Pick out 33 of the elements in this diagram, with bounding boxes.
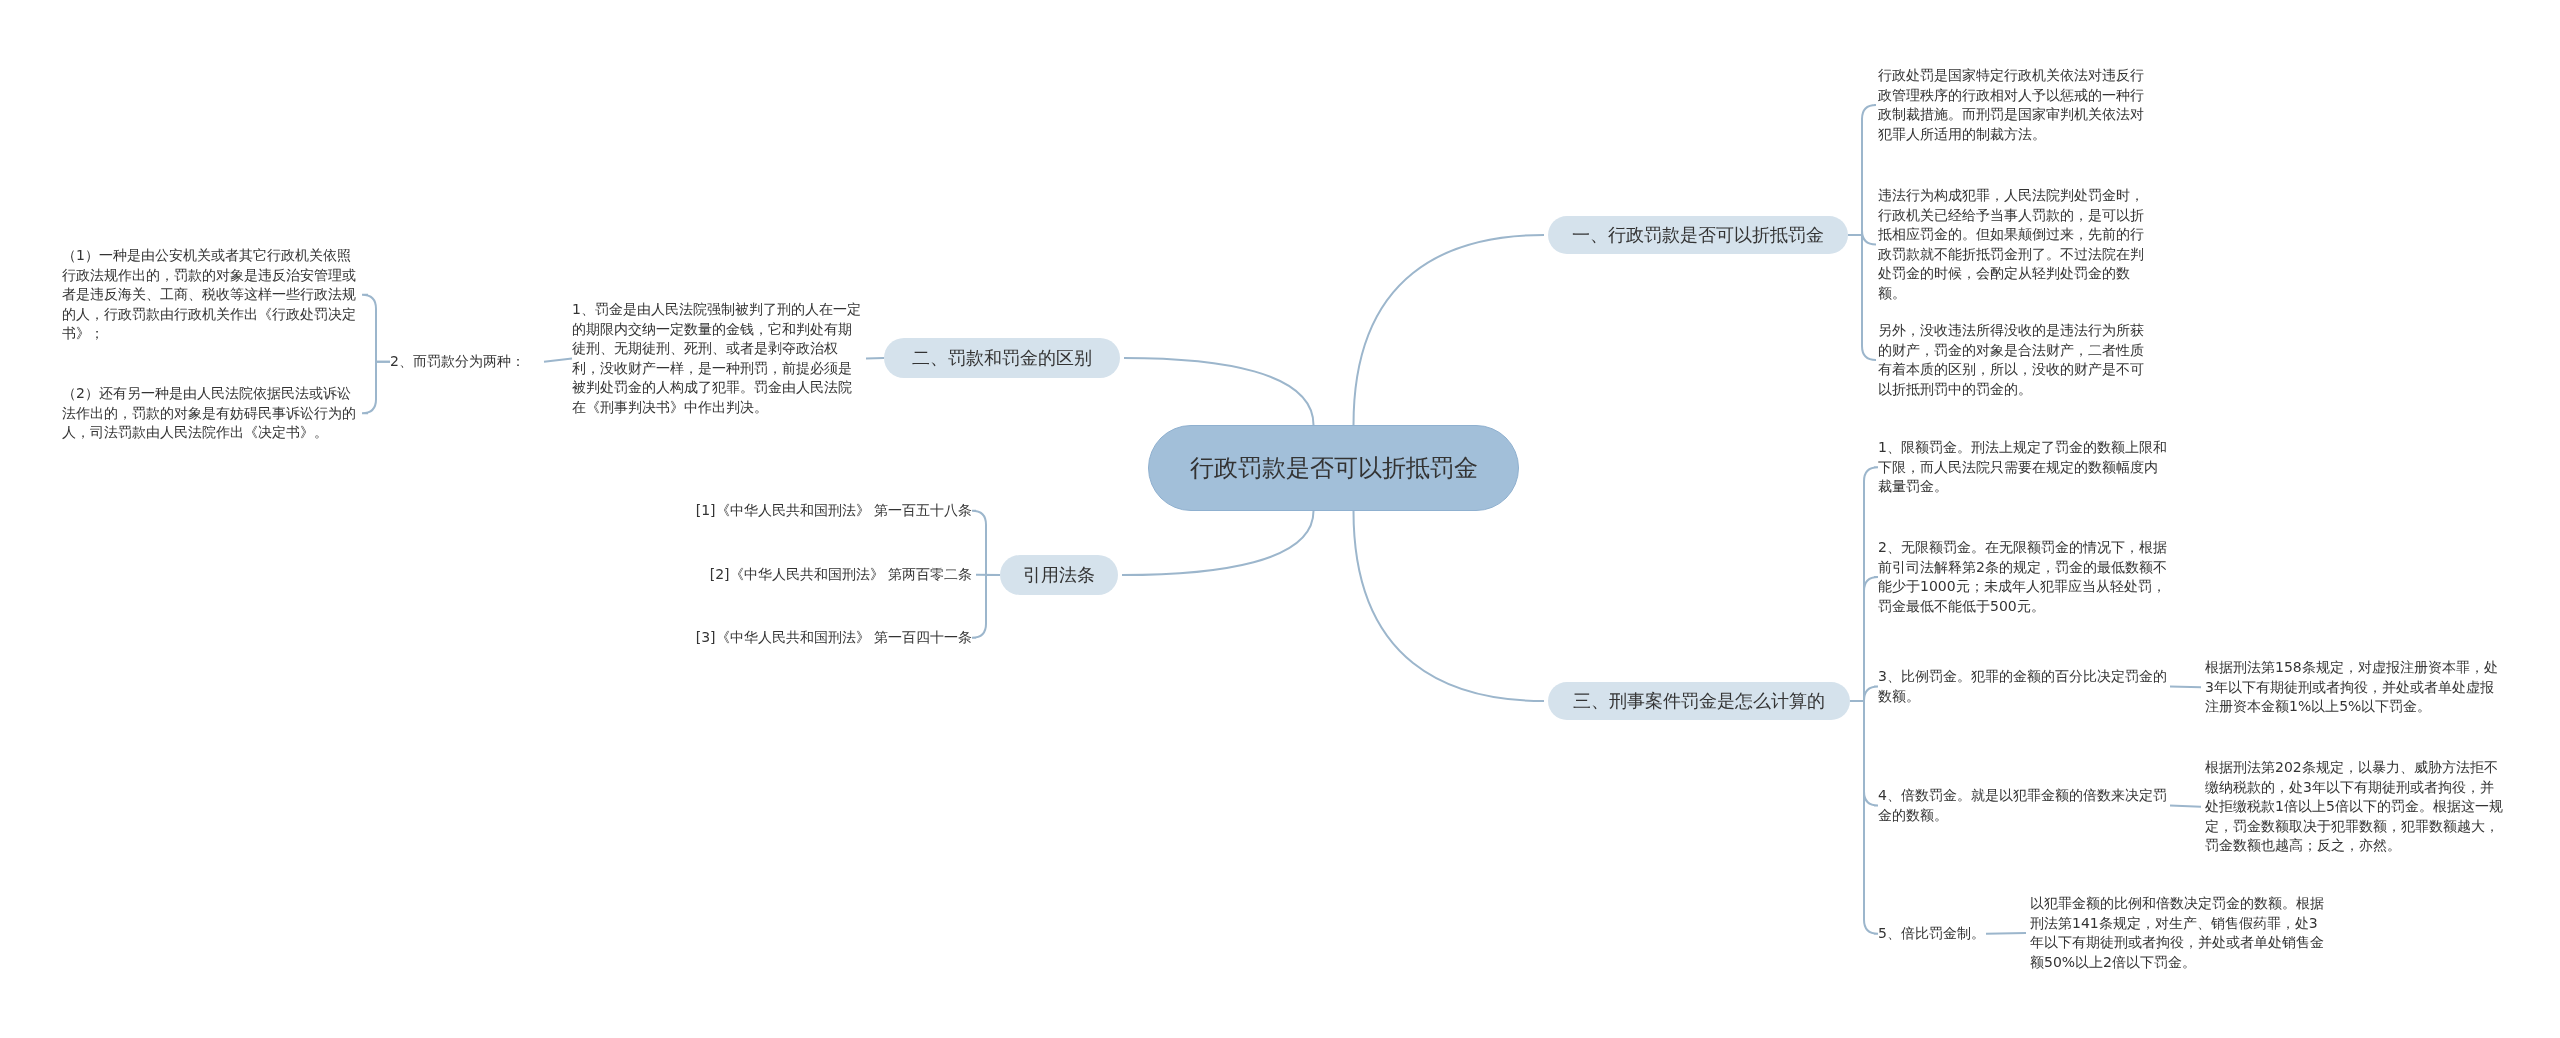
branch-topic: 三、刑事案件罚金是怎么计算的 [1548,682,1850,720]
note-text: （1）一种是由公安机关或者其它行政机关依照行政法规作出的，罚款的对象是违反治安管理或者是违反海关、工商、税收等这样一些行政法规的人，行政罚款由行政机关作出《行政处罚决定书》； [62,246,364,344]
connector-line [2169,804,2202,808]
note-text: 4、倍数罚金。就是以犯罪金额的倍数来决定罚金的数额。 [1878,786,2170,825]
note-text: （2）还有另一种是由人民法院依据民法或诉讼法作出的，罚款的对象是有妨碍民事诉讼行为的人，司法罚款由人民法院作出《决定书》。 [62,384,364,443]
central-topic: 行政罚款是否可以折抵罚金 [1148,425,1519,511]
reference-text: [1]《中华人民共和国刑法》 第一百五十八条 [600,501,972,521]
connector-line [361,360,391,415]
note-text: 以犯罪金额的比例和倍数决定罚金的数额。根据刑法第141条规定，对生产、销售假药罪，处3年以下有期徒刑或者拘役，并处或者单处销售金额50%以上2倍以下罚金。 [2030,894,2326,972]
connector-line [1121,510,1315,576]
note-text: 根据刑法第202条规定，以暴力、威胁方法拒不缴纳税款的，处3年以下有期徒刑或者拘役，并处拒缴税款1倍以上5倍以下的罚金。根据这一规定，罚金数额取决于犯罪数额，犯罪数额越大，罚金数额也越高；反之，亦然。 [2205,758,2505,856]
note-text: 违法行为构成犯罪，人民法院判处罚金时，行政机关已经给予当事人罚款的，是可以折抵相应罚金的。但如果颠倒过来，先前的行政罚款就不能折抵罚金刑了。不过法院在判处罚金的时候，会酌定从轻判处罚金的数额。 [1878,186,2150,303]
connector-line [1985,932,2027,935]
connector-line [865,357,885,360]
reference-text: [2]《中华人民共和国刑法》 第两百零二条 [600,565,972,585]
connector-line [1123,357,1315,426]
note-text: 根据刑法第158条规定，对虚报注册资本罪，处3年以下有期徒刑或者拘役，并处或者单处虚报注册资本金额1%以上5%以下罚金。 [2205,658,2505,717]
connector-line [1352,234,1545,426]
note-text: 行政处罚是国家特定行政机关依法对违反行政管理秩序的行政相对人予以惩戒的一种行政制裁措施。而刑罚是国家审判机关依法对犯罪人所适用的制裁方法。 [1878,66,2150,144]
note-text: 2、无限额罚金。在无限额罚金的情况下，根据前引司法解释第2条的规定，罚金的最低数额不能少于1000元；未成年人犯罪应当从轻处罚，罚金最低不能低于500元。 [1878,538,2170,616]
reference-text: [3]《中华人民共和国刑法》 第一百四十一条 [600,628,972,648]
note-text: 1、罚金是由人民法院强制被判了刑的人在一定的期限内交纳一定数量的金钱，它和判处有期徒刑、无期徒刑、死刑、或者是剥夺政治权利，没收财产一样，是一种刑罚，前提必须是被判处罚金的人构成了犯罪。罚金由人民法院在《刑事判决书》中作出判决。 [572,300,862,417]
note-text: 另外，没收违法所得没收的是违法行为所获的财产，罚金的对象是合法财产，二者性质有着本质的区别，所以，没收的财产是不可以折抵刑罚中的罚金的。 [1878,321,2150,399]
connector-line [2169,685,2202,689]
note-text: 1、限额罚金。刑法上规定了罚金的数额上限和下限，而人民法院只需要在规定的数额幅度内裁量罚金。 [1878,438,2170,497]
branch-topic: 二、罚款和罚金的区别 [884,338,1120,378]
branch-topic: 引用法条 [1000,555,1118,595]
branch-topic: 一、行政罚款是否可以折抵罚金 [1548,216,1848,254]
note-text: 2、而罚款分为两种： [390,352,540,372]
note-text: 5、倍比罚金制。 [1878,924,1986,944]
connector-line [1352,510,1545,702]
note-text: 3、比例罚金。犯罪的金额的百分比决定罚金的数额。 [1878,667,2170,706]
connector-line [543,357,573,363]
